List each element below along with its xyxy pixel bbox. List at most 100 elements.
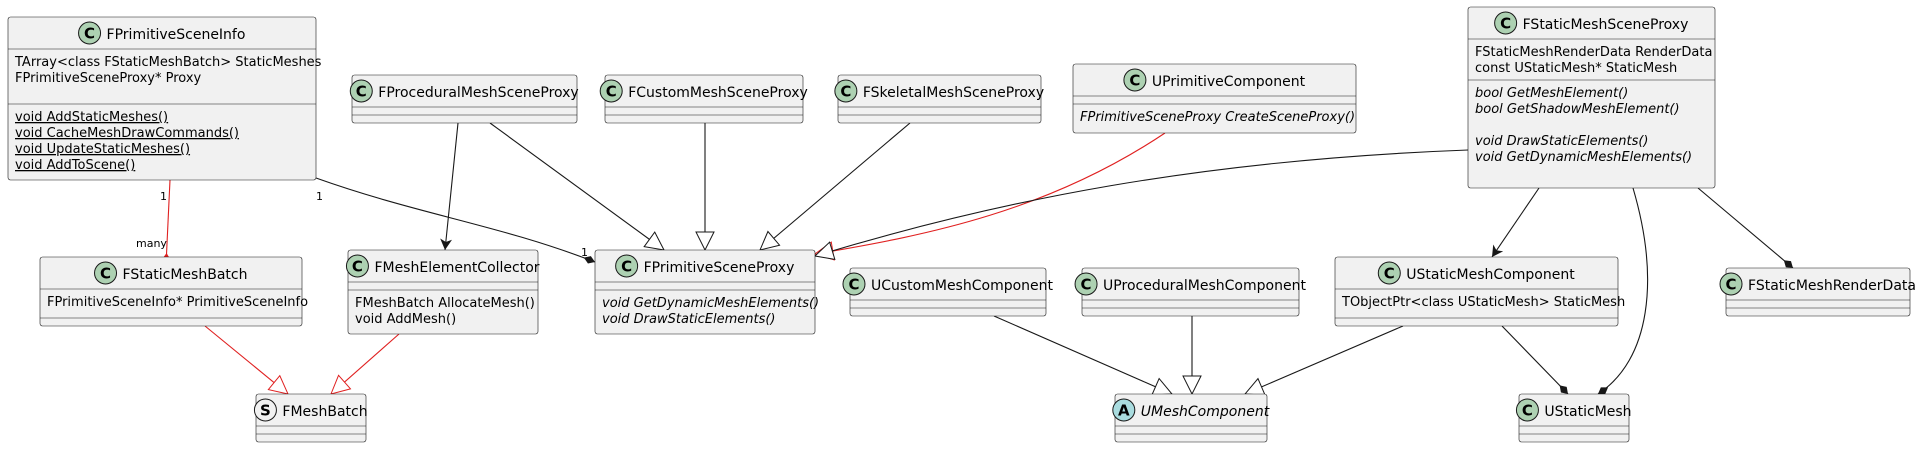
stereotype-letter: C <box>840 83 851 101</box>
class-method: FMeshBatch AllocateMesh() <box>355 296 535 311</box>
stereotype-badge-icon <box>78 21 102 45</box>
class-box <box>351 74 578 124</box>
relation-composition-FStaticMeshSceneProxy-to-FStaticMeshRenderData <box>1697 187 1794 269</box>
class-title: FCustomMeshSceneProxy <box>628 85 808 101</box>
class-method: void DrawStaticElements() <box>1475 134 1649 149</box>
relation-inheritance-FMeshElementCollector-to-FMeshBatch <box>331 333 400 394</box>
class-title: UStaticMesh <box>1544 404 1631 420</box>
stereotype-badge-icon <box>349 79 373 103</box>
multiplicity-label: 1 <box>316 190 323 203</box>
class-box <box>594 249 816 335</box>
class-title: FStaticMeshSceneProxy <box>1523 17 1689 33</box>
stereotype-badge-icon <box>842 272 866 296</box>
class-method: bool GetMeshElement() <box>1475 86 1628 101</box>
class-method: void AddStaticMeshes() <box>15 110 168 125</box>
class-FPrimitiveSceneInfo[interactable]: FPrimitiveSceneInfo C TArray<class FStatic… <box>7 16 322 181</box>
relation-inheritance-FStaticMeshSceneProxy-to-FPrimitiveSceneProxy <box>815 149 1469 256</box>
relation-composition-UStaticMeshComponent-to-UStaticMesh <box>1501 325 1569 395</box>
stereotype-letter: C <box>848 276 859 294</box>
stereotype-badge-icon <box>1377 261 1401 285</box>
stereotype-badge-icon <box>1074 272 1098 296</box>
class-FSkeletalMeshSceneProxy[interactable]: FSkeletalMeshSceneProxy C <box>834 74 1044 124</box>
class-method: void CacheMeshDrawCommands() <box>15 126 239 141</box>
stereotype-letter: C <box>621 258 632 276</box>
stereotype-badge-icon <box>1719 272 1743 296</box>
relation-dependency-FStaticMeshSceneProxy-to-UStaticMeshComponent <box>1491 187 1540 258</box>
class-box <box>1518 393 1630 443</box>
relation-inheritance-FStaticMeshBatch-to-FMeshBatch <box>204 325 288 394</box>
class-method: bool GetShadowMeshElement() <box>1475 102 1680 117</box>
class-UProceduralMeshComponent[interactable]: UProceduralMeshComponent C <box>1074 267 1306 317</box>
class-title: FMeshBatch <box>282 404 367 420</box>
class-title: FStaticMeshBatch <box>123 267 248 283</box>
class-title: UProceduralMeshComponent <box>1103 278 1306 294</box>
class-method: void GetDynamicMeshElements() <box>602 296 819 311</box>
relation-composition-FPrimitiveSceneInfo-to-FPrimitiveSceneProxy <box>315 177 596 264</box>
class-method: FPrimitiveSceneProxy CreateSceneProxy() <box>1080 110 1355 125</box>
stereotype-badge-icon <box>345 254 369 278</box>
stereotype-letter: C <box>84 25 95 43</box>
class-field: TArray<class FStaticMeshBatch> StaticMes… <box>14 55 322 70</box>
stereotype-letter: A <box>1118 402 1130 420</box>
class-FMeshBatch[interactable]: FMeshBatch S <box>253 393 368 443</box>
stereotype-letter: C <box>1129 72 1140 90</box>
class-field: FStaticMeshRenderData RenderData <box>1475 45 1712 60</box>
relation-composition-FStaticMeshSceneProxy-to-UStaticMesh <box>1597 187 1649 395</box>
multiplicity-label: 1 <box>581 246 588 259</box>
class-UPrimitiveComponent[interactable]: UPrimitiveComponent C FPrimitiveSceneProxy… <box>1072 63 1357 134</box>
class-UMeshComponent[interactable]: UMeshComponent A <box>1112 393 1270 443</box>
multiplicity-label: many <box>136 237 167 250</box>
stereotype-letter: C <box>606 83 617 101</box>
class-FStaticMeshRenderData[interactable]: FStaticMeshRenderData C <box>1719 267 1916 317</box>
class-field: FPrimitiveSceneProxy* Proxy <box>15 71 202 86</box>
relation-dependency-FProceduralMeshSceneProxy-to-FMeshElementCollector <box>440 122 459 251</box>
relation-composition-FPrimitiveSceneInfo-to-FStaticMeshBatch <box>162 179 171 266</box>
stereotype-badge-icon <box>1112 398 1136 422</box>
stereotype-letter: S <box>260 402 271 420</box>
class-field: TObjectPtr<class UStaticMesh> StaticMesh <box>1341 295 1625 310</box>
stereotype-letter: C <box>1384 265 1395 283</box>
stereotype-letter: C <box>1522 402 1533 420</box>
class-FCustomMeshSceneProxy[interactable]: FCustomMeshSceneProxy C <box>599 74 808 124</box>
stereotype-letter: C <box>1726 276 1737 294</box>
class-title: FMeshElementCollector <box>374 260 539 276</box>
class-method: void GetDynamicMeshElements() <box>1475 150 1692 165</box>
class-box <box>255 393 367 443</box>
relation-inheritance-FSkeletalMeshSceneProxy-to-FPrimitiveSceneProxy <box>760 122 911 250</box>
class-title: UMeshComponent <box>1141 404 1270 420</box>
class-title: FPrimitiveSceneInfo <box>107 27 246 43</box>
class-box <box>347 249 539 335</box>
stereotype-badge-icon <box>1123 68 1147 92</box>
stereotype-badge-icon <box>599 79 623 103</box>
class-FStaticMeshSceneProxy[interactable]: FStaticMeshSceneProxy C FStaticMeshRenderD… <box>1467 6 1716 189</box>
stereotype-letter: C <box>100 265 111 283</box>
stereotype-badge-icon <box>615 254 639 278</box>
relation-inheritance-UStaticMeshComponent-to-UMeshComponent <box>1245 325 1404 394</box>
class-box <box>1114 393 1268 443</box>
stereotype-letter: C <box>1500 15 1511 33</box>
class-UStaticMesh[interactable]: UStaticMesh C <box>1515 393 1632 443</box>
relation-inheritance-UPrimitiveComponent-to-FPrimitiveSceneProxy <box>815 132 1166 254</box>
class-title: FProceduralMeshSceneProxy <box>378 85 578 101</box>
class-method: void DrawStaticElements() <box>602 312 776 327</box>
class-method: void AddMesh() <box>355 312 456 327</box>
class-title: FPrimitiveSceneProxy <box>644 260 795 276</box>
stereotype-letter: C <box>352 258 363 276</box>
stereotype-badge-icon <box>1515 398 1539 422</box>
class-title: FStaticMeshRenderData <box>1748 278 1916 294</box>
class-title: FSkeletalMeshSceneProxy <box>863 85 1044 101</box>
stereotype-letter: C <box>1081 276 1092 294</box>
relation-inheritance-FProceduralMeshSceneProxy-to-FPrimitiveSceneProxy <box>489 122 664 250</box>
stereotype-badge-icon <box>253 398 277 422</box>
class-title: UPrimitiveComponent <box>1152 74 1306 90</box>
class-method: void AddToScene() <box>15 158 135 173</box>
class-box <box>1467 6 1716 189</box>
class-FMeshElementCollector[interactable]: FMeshElementCollector C FMeshBatch Allocat… <box>345 249 540 335</box>
class-field: const UStaticMesh* StaticMesh <box>1475 61 1677 76</box>
